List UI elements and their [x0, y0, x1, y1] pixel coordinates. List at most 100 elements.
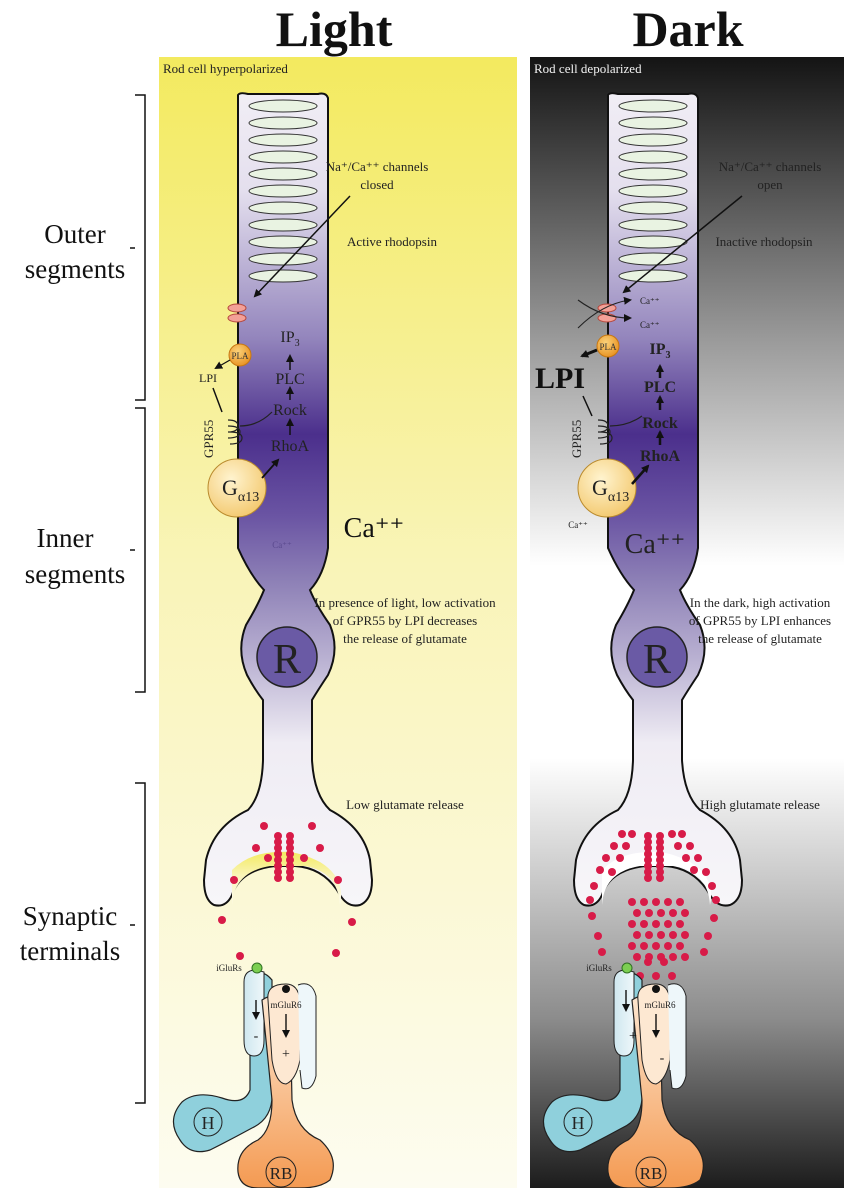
- dark-plc-label: PLC: [644, 379, 676, 396]
- vesicle: [664, 898, 672, 906]
- vesicle: [669, 931, 677, 939]
- vesicle: [708, 882, 716, 890]
- svg-text:R: R: [273, 637, 301, 683]
- region-label-outer-2: segments: [25, 254, 126, 284]
- vesicle: [669, 909, 677, 917]
- light-rhodopsin-label: Active rhodopsin: [347, 234, 437, 249]
- vesicle: [674, 842, 682, 850]
- dark-glutamate-label: High glutamate release: [700, 797, 820, 812]
- membrane-disc: [619, 253, 687, 265]
- membrane-disc: [619, 168, 687, 180]
- vesicle: [633, 953, 641, 961]
- membrane-disc: [249, 151, 317, 163]
- light-disc-stack: [249, 100, 317, 282]
- dark-rhodopsin-label: Inactive rhodopsin: [715, 234, 813, 249]
- region-label-inner-1: Inner: [37, 523, 94, 553]
- vesicle: [710, 914, 718, 922]
- svg-text:PLA: PLA: [231, 351, 249, 361]
- vesicle: [694, 854, 702, 862]
- membrane-disc: [619, 117, 687, 129]
- membrane-disc: [619, 202, 687, 214]
- vesicle: [640, 920, 648, 928]
- vesicle: [334, 876, 342, 884]
- region-bracket-synaptic: [130, 783, 145, 1103]
- dark-gpr55-label: GPR55: [569, 420, 584, 458]
- light-heading: Light: [276, 1, 393, 57]
- svg-text:RB: RB: [640, 1164, 663, 1183]
- membrane-disc: [619, 219, 687, 231]
- region-bracket-inner: [130, 408, 145, 692]
- vesicle: [252, 844, 260, 852]
- vesicle: [628, 920, 636, 928]
- membrane-disc: [249, 100, 317, 112]
- dark-ca-big-label: Ca⁺⁺: [625, 529, 686, 560]
- vesicle: [704, 932, 712, 940]
- vesicle: [628, 898, 636, 906]
- light-channel-label-1: Na⁺/Ca⁺⁺ channels: [326, 159, 429, 174]
- dark-ca-flux-label-1: Ca⁺⁺: [640, 296, 660, 306]
- region-label-synaptic-2: terminals: [20, 936, 120, 966]
- membrane-disc: [249, 202, 317, 214]
- dark-disc-stack: [619, 100, 687, 282]
- light-h-sign: -: [254, 1029, 259, 1044]
- vesicle: [657, 909, 665, 917]
- vesicle: [652, 942, 660, 950]
- membrane-disc: [249, 253, 317, 265]
- light-glutamate-label: Low glutamate release: [346, 797, 464, 812]
- vesicle: [274, 874, 282, 882]
- dark-rhoa-label: RhoA: [640, 448, 680, 465]
- vesicle: [300, 854, 308, 862]
- vesicle: [656, 874, 664, 882]
- dark-nucleus: R: [627, 627, 687, 687]
- vesicle: [645, 931, 653, 939]
- dark-heading: Dark: [632, 1, 743, 57]
- vesicle: [308, 822, 316, 830]
- vesicle: [348, 918, 356, 926]
- vesicle: [681, 953, 689, 961]
- light-g-protein: Gα13: [208, 459, 266, 517]
- membrane-disc: [619, 270, 687, 282]
- vesicle: [652, 898, 660, 906]
- vesicle: [652, 972, 660, 980]
- light-iglur-label: iGluRs: [216, 963, 242, 973]
- vesicle: [669, 953, 677, 961]
- vesicle: [616, 854, 624, 862]
- light-plc-label: PLC: [275, 371, 304, 388]
- vesicle: [230, 876, 238, 884]
- dark-state-label: Rod cell depolarized: [534, 61, 642, 76]
- light-iglur-receptor: [252, 963, 262, 973]
- dark-rb-sign: -: [660, 1051, 665, 1066]
- light-state-label: Rod cell hyperpolarized: [163, 61, 288, 76]
- vesicle: [644, 874, 652, 882]
- vesicle: [700, 948, 708, 956]
- dark-mglur-receptor: [652, 985, 660, 993]
- dark-rock-label: Rock: [642, 415, 678, 432]
- vesicle: [644, 958, 652, 966]
- vesicle: [712, 896, 720, 904]
- membrane-disc: [249, 117, 317, 129]
- membrane-disc: [249, 134, 317, 146]
- vesicle: [594, 932, 602, 940]
- membrane-disc: [619, 151, 687, 163]
- region-label-outer-1: Outer: [44, 219, 105, 249]
- svg-text:H: H: [202, 1113, 215, 1133]
- vesicle: [676, 942, 684, 950]
- light-mglur-label: mGluR6: [270, 1000, 302, 1010]
- light-rock-label: Rock: [273, 402, 307, 419]
- vesicle: [681, 909, 689, 917]
- vesicle: [628, 942, 636, 950]
- vesicle: [690, 866, 698, 874]
- light-gpr55-label: GPR55: [201, 420, 216, 458]
- vesicle: [686, 842, 694, 850]
- vesicle: [286, 874, 294, 882]
- light-rb-sign: +: [282, 1047, 290, 1062]
- membrane-disc: [249, 185, 317, 197]
- svg-text:PLA: PLA: [599, 342, 617, 352]
- vesicle: [590, 882, 598, 890]
- membrane-disc: [249, 219, 317, 231]
- membrane-disc: [619, 134, 687, 146]
- dark-iglur-receptor: [622, 963, 632, 973]
- vesicle: [264, 854, 272, 862]
- light-ca-big-label: Ca⁺⁺: [344, 513, 405, 544]
- vesicle: [622, 842, 630, 850]
